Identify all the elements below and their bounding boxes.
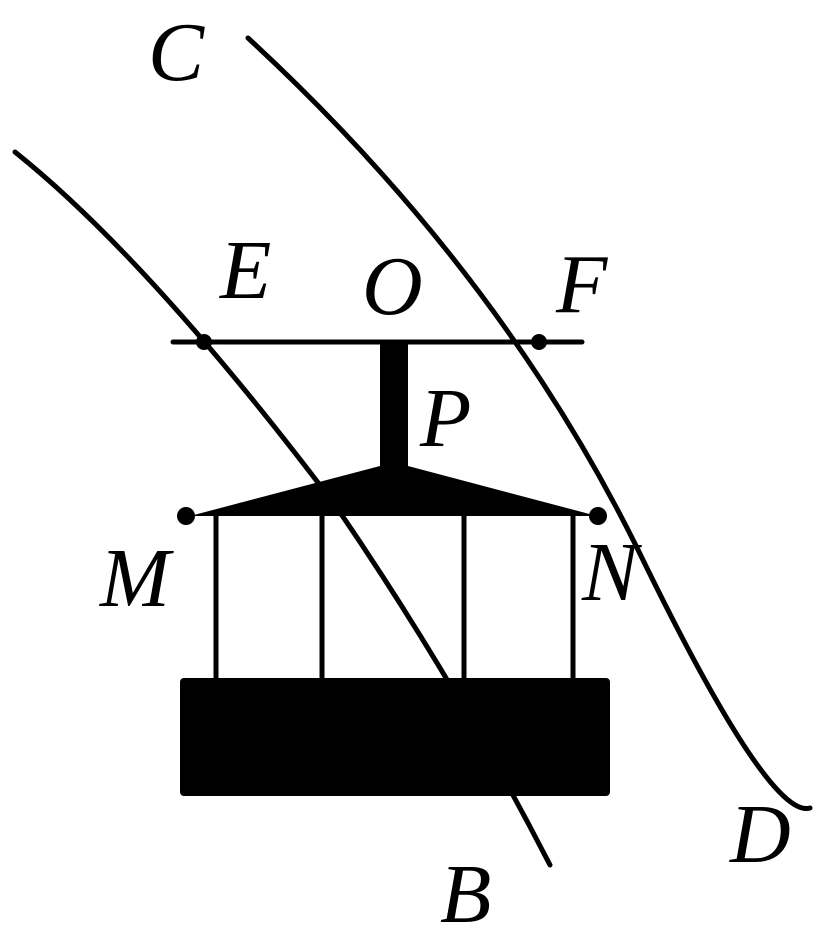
label-f: F bbox=[555, 238, 609, 331]
label-p: P bbox=[419, 372, 471, 465]
cable-cd bbox=[245, 35, 813, 811]
point-n bbox=[589, 507, 607, 525]
point-m bbox=[177, 507, 195, 525]
point-e bbox=[196, 334, 212, 350]
label-d: D bbox=[729, 788, 791, 881]
car-roof bbox=[190, 466, 597, 516]
label-m: M bbox=[99, 532, 174, 625]
label-b: B bbox=[440, 848, 491, 936]
label-o: O bbox=[362, 240, 423, 333]
label-e: E bbox=[219, 224, 271, 317]
point-f bbox=[531, 334, 547, 350]
car-base bbox=[180, 678, 610, 796]
label-c: C bbox=[148, 6, 205, 99]
label-n: N bbox=[581, 526, 642, 619]
hanger-op bbox=[380, 342, 408, 470]
